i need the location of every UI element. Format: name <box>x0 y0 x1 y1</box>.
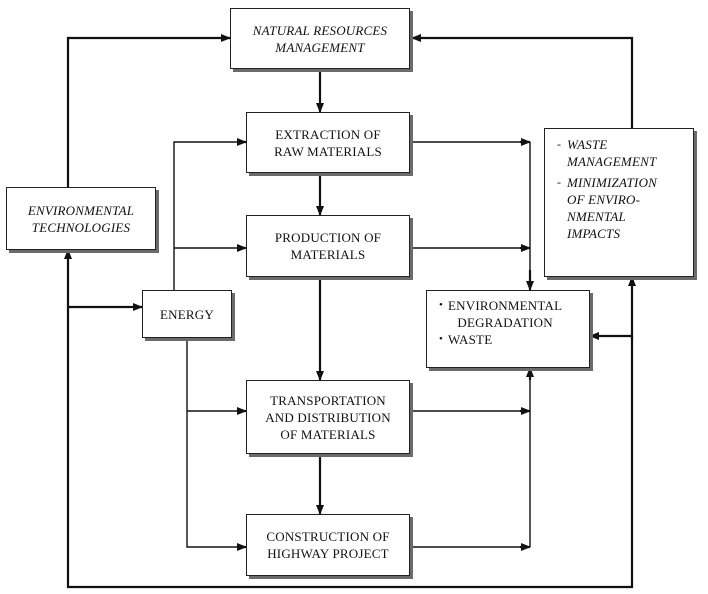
waste-management-item: - WASTE MANAGEMENT <box>557 136 687 170</box>
extraction-line-1: EXTRACTION OF <box>275 126 381 142</box>
extraction-box: EXTRACTION OF RAW MATERIALS <box>246 112 410 173</box>
energy-label: ENERGY <box>160 306 214 322</box>
transportation-line-1: TRANSPORTATION <box>270 392 386 408</box>
minimization-line-3: NMENTAL <box>567 209 626 224</box>
minimization-line-2: OF ENVIRO- <box>567 192 641 207</box>
bullet-marker: • <box>439 333 443 345</box>
waste-mgmt-line-1: WASTE <box>567 137 608 152</box>
transportation-box: TRANSPORTATION AND DISTRIBUTION OF MATER… <box>246 380 410 454</box>
dash-marker: - <box>557 175 561 189</box>
arrow-bottom-loop-to-env-tech <box>64 249 634 589</box>
transportation-line-2: AND DISTRIBUTION <box>265 409 391 425</box>
environmental-technologies-box: ENVIRONMENTAL TECHNOLOGIES <box>6 187 156 250</box>
waste-item: • WASTE <box>439 331 585 348</box>
waste-management-box: - WASTE MANAGEMENT - MINIMIZATION OF ENV… <box>544 128 694 277</box>
env-tech-line-1: ENVIRONMENTAL <box>27 202 135 218</box>
minimization-line-4: IMPACTS <box>567 226 621 241</box>
env-tech-line-2: TECHNOLOGIES <box>31 219 131 235</box>
environmental-degradation-box: • ENVIRONMENTAL DEGRADATION • WASTE <box>426 290 590 368</box>
production-line-1: PRODUCTION OF <box>274 230 382 245</box>
bullet-marker: • <box>439 299 443 311</box>
env-degradation-line-1: ENVIRONMENTAL <box>448 298 563 313</box>
natural-resources-line-2: MANAGEMENT <box>275 39 365 55</box>
env-degradation-line-2: DEGRADATION <box>457 315 553 330</box>
production-box: PRODUCTION OF MATERIALS <box>246 215 410 277</box>
extraction-line-2: RAW MATERIALS <box>274 143 382 159</box>
arrow-env-tech-to-natural-resources <box>66 34 231 187</box>
production-line-2: MATERIALS <box>290 247 366 262</box>
minimization-item: - MINIMIZATION OF ENVIRO- NMENTAL IMPACT… <box>557 174 687 242</box>
natural-resources-line-1: NATURAL RESOURCES <box>252 22 388 38</box>
minimization-line-1: MINIMIZATION <box>567 175 658 190</box>
transportation-line-3: OF MATERIALS <box>280 426 376 442</box>
waste-mgmt-line-2: MANAGEMENT <box>567 154 657 169</box>
construction-line-2: HIGHWAY PROJECT <box>267 546 389 561</box>
dash-marker: - <box>557 137 561 151</box>
construction-box: CONSTRUCTION OF HIGHWAY PROJECT <box>246 514 410 576</box>
construction-line-1: CONSTRUCTION OF <box>266 529 390 544</box>
arrow-waste-mgmt-to-natural-resources <box>411 34 634 128</box>
env-degradation-item: • ENVIRONMENTAL DEGRADATION <box>439 297 585 331</box>
natural-resources-management-box: NATURAL RESOURCES MANAGEMENT <box>230 8 410 69</box>
energy-box: ENERGY <box>142 290 232 338</box>
waste-line: WASTE <box>448 332 493 347</box>
